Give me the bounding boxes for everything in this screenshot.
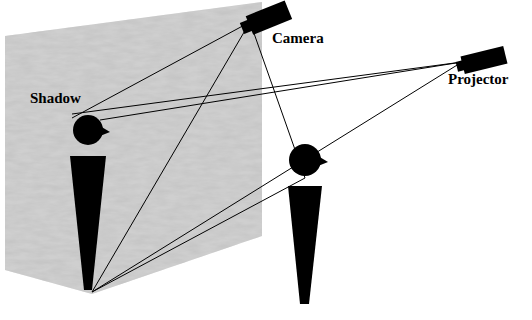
figure-label: Projector [448, 72, 509, 87]
shadow-figure [70, 115, 110, 290]
figure-label: Camera [272, 31, 324, 46]
person-figure [288, 144, 328, 304]
rays [72, 22, 462, 292]
wall-texture [0, 0, 270, 300]
figure-label: Shadow [30, 91, 81, 106]
